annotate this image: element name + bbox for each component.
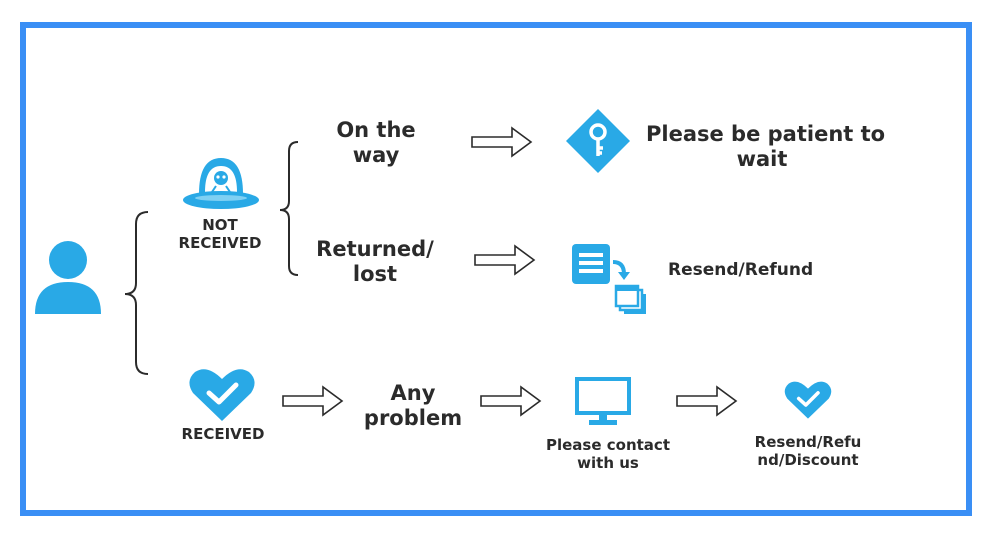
any-problem-line2: problem <box>363 406 463 431</box>
main-bracket <box>124 211 149 375</box>
contact-line1: Please contact <box>546 436 670 454</box>
heart-check-icon <box>189 369 255 421</box>
patient-label: Please be patient to wait <box>646 122 886 172</box>
arrow-on-the-way <box>471 126 533 158</box>
any-problem-line1: Any <box>390 381 436 405</box>
final-label: Resend/Refu nd/Discount <box>740 433 876 469</box>
not-received-line2: RECEIVED <box>178 234 262 252</box>
on-the-way-line1: On the <box>336 118 416 142</box>
returned-lost-label: Returned/ lost <box>312 237 438 287</box>
monitor-icon <box>575 377 631 425</box>
sub-bracket <box>279 141 299 276</box>
patient-line2: wait <box>736 147 788 172</box>
on-the-way-label: On the way <box>318 118 434 168</box>
arrow-returned <box>474 244 536 276</box>
arrow-received <box>282 385 344 417</box>
contact-line2: with us <box>577 454 639 472</box>
any-problem-label: Any problem <box>355 381 471 431</box>
on-the-way-line2: way <box>352 143 400 168</box>
contact-label: Please contact with us <box>528 436 688 472</box>
ufo-icon <box>183 158 259 209</box>
key-diamond-icon <box>566 109 630 173</box>
returned-lost-line1: Returned/ <box>316 237 434 261</box>
patient-line1: Please be patient to <box>646 122 886 146</box>
final-line1: Resend/Refu <box>754 433 862 451</box>
received-label: RECEIVED <box>181 425 265 443</box>
heart-check-icon-small <box>784 381 832 419</box>
diagram-frame <box>20 22 972 516</box>
arrow-contact <box>676 385 738 417</box>
resend-refund-label: Resend/Refund <box>668 260 814 280</box>
not-received-label: NOT RECEIVED <box>175 216 265 252</box>
returned-lost-line2: lost <box>352 262 398 287</box>
document-resend-icon <box>572 244 646 314</box>
arrow-any-problem <box>480 385 542 417</box>
user-icon <box>35 241 101 314</box>
not-received-line1: NOT <box>202 216 238 234</box>
final-line2: nd/Discount <box>757 451 859 469</box>
